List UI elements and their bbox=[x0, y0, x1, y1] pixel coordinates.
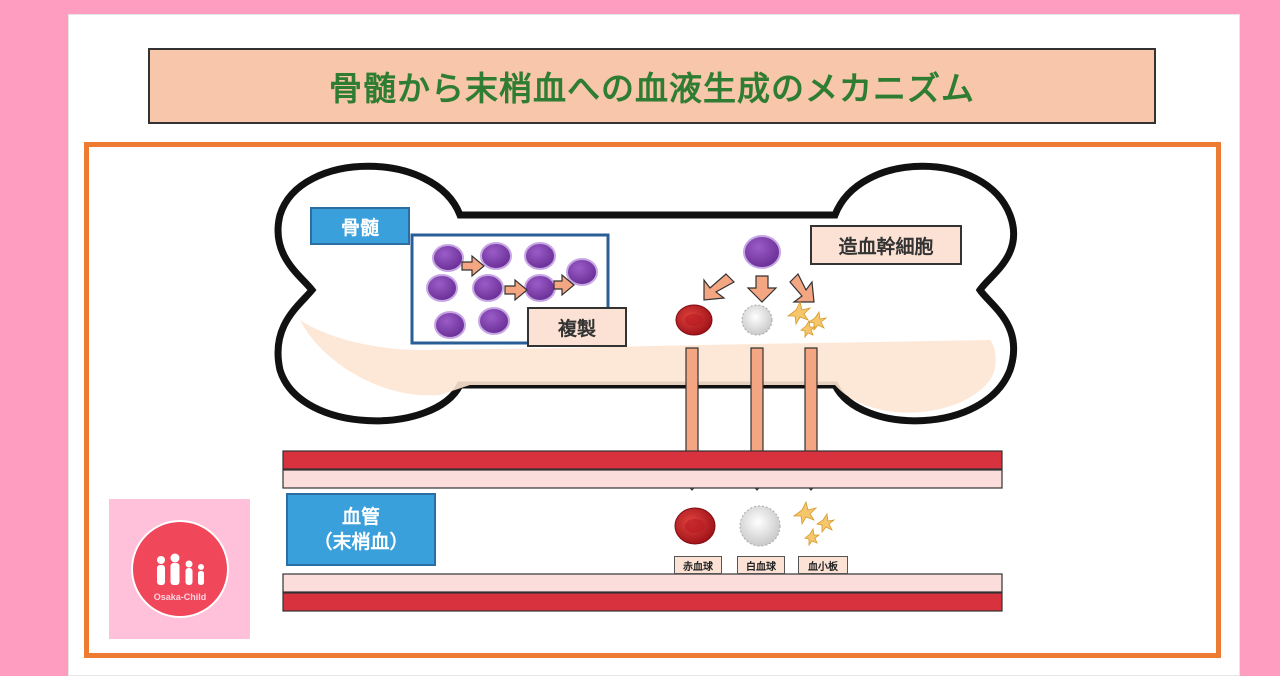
family-icon bbox=[157, 553, 204, 585]
diagram-frame bbox=[84, 142, 1221, 658]
platelet-icon bbox=[786, 300, 828, 339]
stem-cell-icon bbox=[434, 311, 466, 339]
stem-cell-icon bbox=[524, 274, 556, 302]
logo-area: Osaka-Child bbox=[109, 499, 250, 639]
replicate-arrow-icon bbox=[504, 278, 528, 302]
vessel-label-line2: （末梢血） bbox=[313, 530, 409, 553]
stem-cell-icon bbox=[480, 242, 512, 270]
differentiation-arrow-icon bbox=[746, 275, 778, 303]
replication-label: 複製 bbox=[527, 307, 627, 347]
replicate-arrow-icon bbox=[461, 254, 485, 278]
stem-cell-icon bbox=[432, 244, 464, 272]
platelet-icon bbox=[792, 500, 836, 547]
stem-cell-icon bbox=[566, 258, 598, 286]
white-blood-cell-icon bbox=[741, 304, 773, 336]
page-title: 骨髄から末梢血への血液生成のメカニズム bbox=[329, 69, 975, 108]
vessel-label-line1: 血管 bbox=[341, 505, 380, 528]
hsc-label: 造血幹細胞 bbox=[810, 225, 962, 265]
replicate-arrow-icon bbox=[553, 273, 575, 297]
wbc-label: 白血球 bbox=[737, 556, 785, 574]
logo-text: Osaka-Child bbox=[153, 592, 207, 602]
differentiation-arrow-icon bbox=[703, 273, 735, 301]
stem-cell-icon bbox=[524, 242, 556, 270]
rbc-label: 赤血球 bbox=[674, 556, 722, 574]
stem-cell-icon bbox=[478, 307, 510, 335]
stem-cell-icon bbox=[426, 274, 458, 302]
platelet-label: 血小板 bbox=[798, 556, 848, 574]
bone-shape bbox=[274, 162, 1018, 425]
hsc-cell-icon bbox=[743, 235, 781, 269]
blood-vessel bbox=[282, 450, 1003, 612]
differentiation-arrow-icon bbox=[789, 272, 815, 303]
bone-marrow-label: 骨髄 bbox=[310, 207, 410, 245]
white-blood-cell-icon bbox=[739, 505, 781, 547]
vessel-label: 血管 （末梢血） bbox=[286, 493, 436, 566]
logo: Osaka-Child bbox=[131, 520, 229, 618]
title-box: 骨髄から末梢血への血液生成のメカニズム bbox=[148, 48, 1156, 124]
stem-cell-icon bbox=[472, 274, 504, 302]
